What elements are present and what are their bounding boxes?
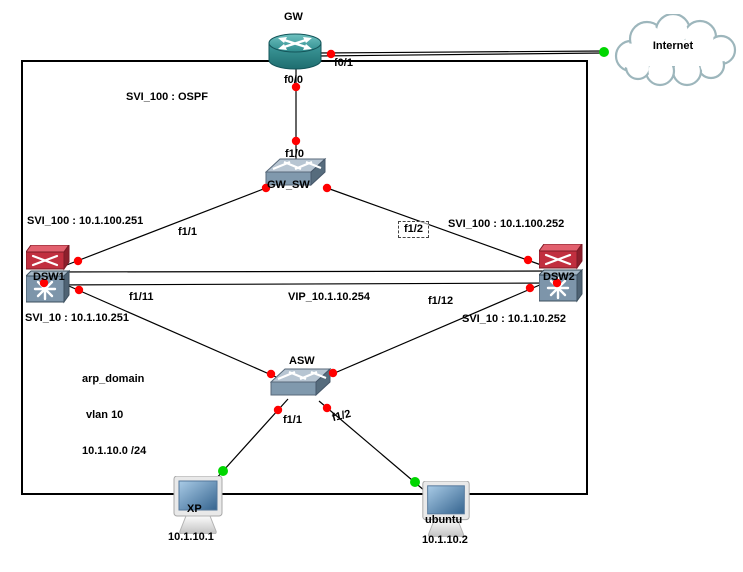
annotation-svi100-dsw1[interactable]: SVI_100 : 10.1.100.251 xyxy=(27,215,144,227)
node-internet[interactable] xyxy=(605,12,741,90)
xp-label[interactable]: XP xyxy=(187,503,202,515)
annotation-arp-domain[interactable]: arp_domain vlan 10 10.1.10.0 /24 xyxy=(82,349,146,481)
ethernet-switch-icon xyxy=(269,367,332,397)
port-label-dsw2-f1-12[interactable]: f1/12 xyxy=(428,295,454,307)
xp-ip-label[interactable]: 10.1.10.1 xyxy=(168,531,214,543)
link-dsw1-dsw2-trunk2[interactable] xyxy=(43,282,558,286)
gw-sw-label[interactable]: GW_SW xyxy=(267,179,310,191)
annotation-vip[interactable]: VIP_10.1.10.254 xyxy=(288,291,370,303)
port-label-gw-f0-1[interactable]: f0/1 xyxy=(334,57,353,69)
annotation-svi10-dsw1[interactable]: SVI_10 : 10.1.10.251 xyxy=(25,312,129,324)
port-label-asw-f1-1[interactable]: f1/1 xyxy=(283,414,302,426)
annotation-svi100-dsw2[interactable]: SVI_100 : 10.1.100.252 xyxy=(448,218,565,230)
internet-label[interactable]: Internet xyxy=(652,40,694,52)
port-label-asw-f1-2[interactable]: f1/2 xyxy=(330,407,353,425)
arp-domain-line2: vlan 10 xyxy=(86,409,124,421)
port-label-gwsw-f1-0[interactable]: f1/0 xyxy=(285,148,304,160)
annotation-svi10-dsw2[interactable]: SVI_10 : 10.1.10.252 xyxy=(462,313,566,325)
gw-label[interactable]: GW xyxy=(284,11,303,23)
link-dsw1-dsw2-trunk1[interactable] xyxy=(43,270,558,273)
link-gwsw-dsw1[interactable] xyxy=(63,187,267,267)
asw-label[interactable]: ASW xyxy=(289,355,315,367)
annotation-svi100-ospf[interactable]: SVI_100 : OSPF xyxy=(126,91,208,103)
computer-icon xyxy=(422,480,470,538)
node-asw[interactable] xyxy=(269,367,332,402)
port-label-dsw1-f1-11[interactable]: f1/11 xyxy=(129,291,154,303)
port-label-gwsw-f1-1[interactable]: f1/1 xyxy=(178,226,197,238)
port-label-gw-f0-0[interactable]: f0/0 xyxy=(284,74,303,86)
link-gw-internet-a[interactable] xyxy=(317,50,604,54)
ubuntu-label[interactable]: ubuntu xyxy=(425,514,463,526)
node-ubuntu[interactable] xyxy=(420,480,472,538)
port-label-gwsw-f1-2-selected[interactable]: f1/2 xyxy=(398,221,429,238)
dsw1-label[interactable]: DSW1 xyxy=(33,271,65,283)
ubuntu-ip-label[interactable]: 10.1.10.2 xyxy=(422,534,468,546)
arp-domain-line3: 10.1.10.0 /24 xyxy=(82,445,147,457)
cloud-icon xyxy=(614,12,737,87)
dsw2-label[interactable]: DSW2 xyxy=(543,271,575,283)
link-gw-internet-b[interactable] xyxy=(317,52,604,57)
router-icon xyxy=(268,33,322,70)
node-gw[interactable] xyxy=(266,32,324,72)
arp-domain-line1: arp_domain xyxy=(82,373,145,385)
